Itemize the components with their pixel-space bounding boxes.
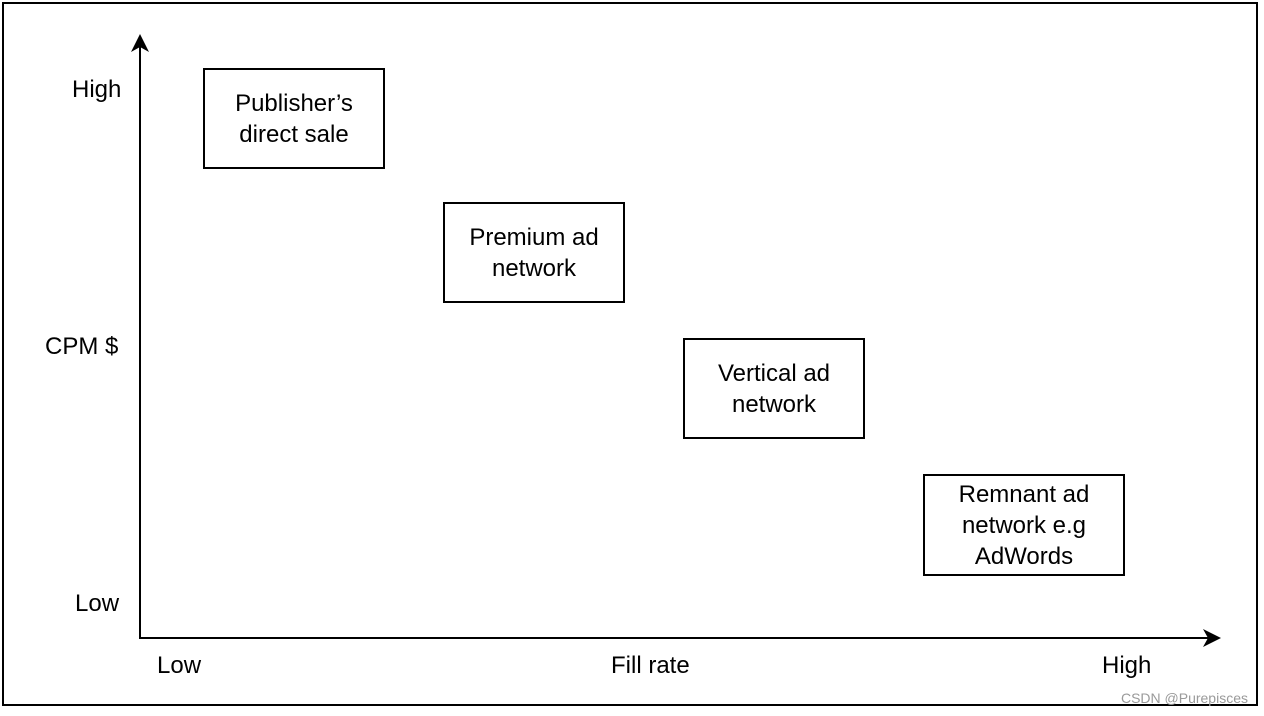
box-vertical-ad-network: Vertical ad network — [683, 338, 865, 439]
box-publishers-direct-sale: Publisher’s direct sale — [203, 68, 385, 169]
x-axis-low-label: Low — [157, 652, 202, 679]
y-axis-low-label: Low — [75, 590, 120, 617]
y-axis-title: CPM $ — [45, 333, 119, 360]
x-axis-title: Fill rate — [611, 652, 690, 679]
box-premium-ad-network: Premium ad network — [443, 202, 625, 303]
box-label: Remnant ad network e.g AdWords — [958, 480, 1090, 570]
box-label: Vertical ad network — [717, 359, 831, 418]
x-axis-high-label: High — [1102, 652, 1152, 679]
x-axis-arrowhead — [1203, 629, 1221, 647]
box-label: Publisher’s direct sale — [235, 89, 353, 148]
box-remnant-ad-network: Remnant ad network e.g AdWords — [923, 474, 1125, 576]
box-label: Premium ad network — [469, 223, 599, 282]
y-axis-arrowhead — [131, 34, 149, 52]
y-axis-high-label: High — [72, 76, 122, 103]
watermark: CSDN @Purepisces — [1120, 690, 1248, 706]
